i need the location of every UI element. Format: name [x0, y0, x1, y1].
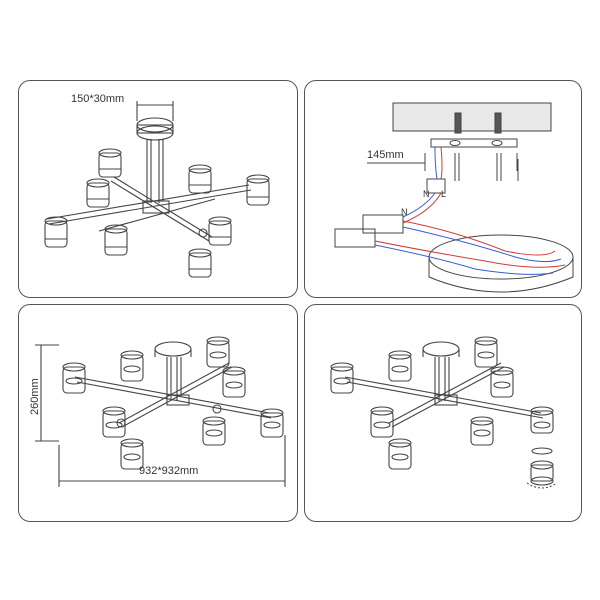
- chandelier-drawing-4: [330, 336, 558, 489]
- chandelier-drawing-3: [35, 336, 286, 487]
- mounting-diagram: [334, 102, 574, 293]
- panel-mounting-wiring: 145mm N L N: [304, 80, 582, 298]
- neutral-label: N: [423, 189, 430, 199]
- chandelier-drawing-1: [44, 101, 270, 278]
- canopy-dimension-label: 150*30mm: [71, 93, 125, 105]
- height-dimension-label: 260mm: [29, 378, 41, 415]
- neutral-label-2: N: [401, 207, 408, 217]
- panel-overall-dimensions: 260mm 932*932mm: [18, 304, 298, 522]
- panel-canopy-dimension: 150*30mm: [18, 80, 298, 298]
- mount-offset-label: 145mm: [367, 149, 404, 161]
- live-label: L: [441, 189, 447, 199]
- panel-shade-assembly: [304, 304, 582, 522]
- span-dimension-label: 932*932mm: [139, 465, 199, 477]
